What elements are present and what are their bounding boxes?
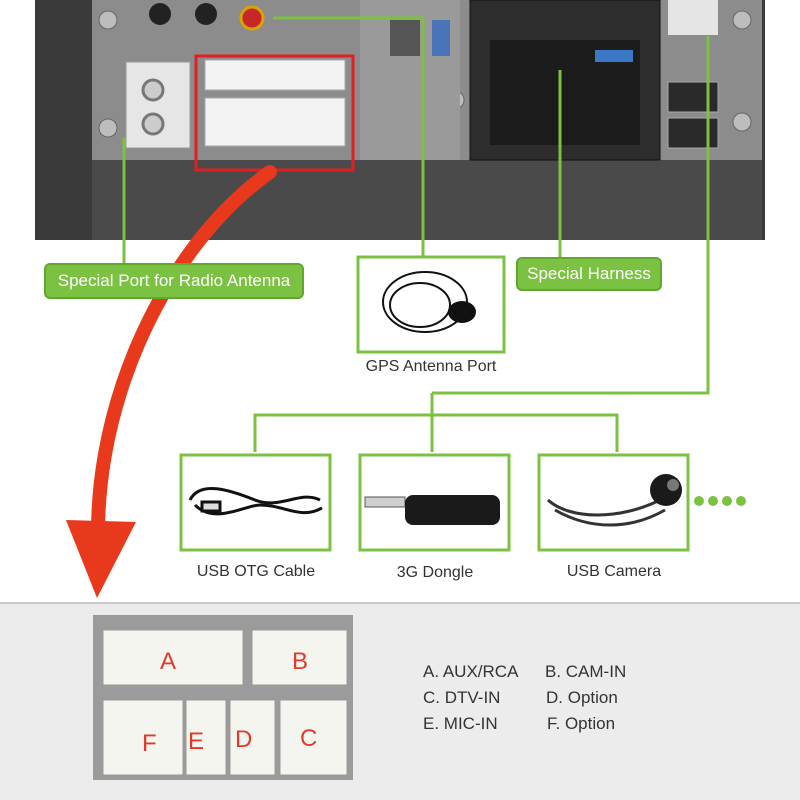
special-harness-label: Special Harness: [516, 257, 662, 291]
usb-camera-caption: USB Camera: [566, 563, 662, 580]
legend-b: B. CAM-IN: [545, 662, 627, 681]
gps-connector: [239, 5, 265, 31]
legend-d: D. Option: [546, 688, 618, 707]
connector-letter-e: E: [188, 728, 205, 755]
connector-letter-a: A: [160, 648, 177, 675]
3g-dongle-caption: 3G Dongle: [396, 564, 474, 581]
connection-lines: [122, 16, 710, 452]
head-unit-back-panel: [35, 0, 765, 240]
more-dots-icon: [694, 496, 746, 506]
gps-antenna-caption: GPS Antenna Port: [365, 358, 497, 375]
red-pointer-arrow: [66, 165, 277, 598]
connector-letter-c: C: [300, 725, 318, 752]
legend-e: E. MIC-IN: [423, 714, 498, 733]
connector-letter-f: F: [142, 730, 157, 757]
3g-dongle-icon: [364, 495, 500, 525]
connector-letter-d: D: [235, 726, 253, 753]
connector-letter-b: B: [292, 648, 309, 675]
gps-antenna-icon: [382, 271, 476, 333]
usb-cable-icon: [188, 486, 323, 516]
usb-otg-caption: USB OTG Cable: [196, 563, 316, 580]
radio-antenna-label: Special Port for Radio Antenna: [44, 263, 304, 299]
legend-c: C. DTV-IN: [423, 688, 501, 707]
gps-antenna-box: [356, 255, 506, 354]
connector-photo: [93, 615, 353, 780]
usb-camera-icon: [546, 474, 682, 527]
legend-a: A. AUX/RCA: [423, 662, 519, 681]
radio-antenna-port: [125, 61, 191, 149]
legend-f: F. Option: [547, 714, 616, 733]
